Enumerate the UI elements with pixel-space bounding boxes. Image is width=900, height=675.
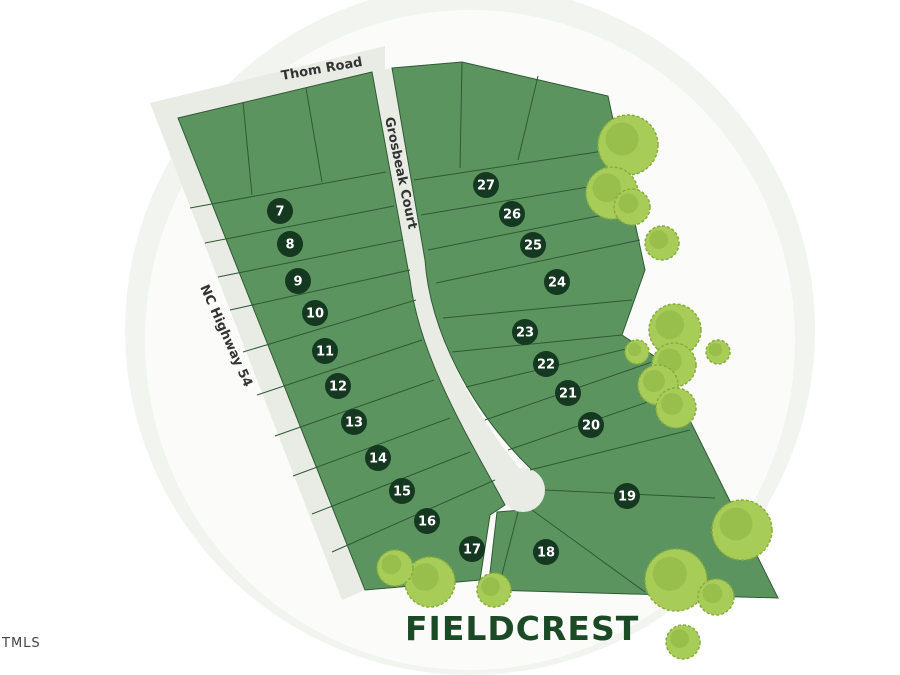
tree-icon	[376, 549, 414, 587]
lot-18-badge[interactable]: 18	[533, 539, 559, 565]
roads	[150, 46, 532, 600]
mls-source-mark: TMLS	[2, 636, 41, 651]
lot-badge-circle	[277, 231, 303, 257]
lot-badge-circle	[414, 508, 440, 534]
lot-27-badge[interactable]: 27	[473, 172, 499, 198]
lot-badge-circle	[473, 172, 499, 198]
lot-badge-circle	[533, 539, 559, 565]
lot-16-badge[interactable]: 16	[414, 508, 440, 534]
tree-icon	[665, 624, 701, 660]
tree-icon	[644, 548, 708, 612]
lot-number-label: 10	[306, 307, 324, 322]
lot-number-label: 8	[285, 238, 294, 253]
lot-badge-circle	[285, 268, 311, 294]
lot-badge-circle	[325, 373, 351, 399]
tree-icon	[655, 387, 697, 429]
tree-icon	[404, 556, 456, 608]
lot-badge-circle	[312, 338, 338, 364]
lot-24-badge[interactable]: 24	[544, 269, 570, 295]
lot-badge-circle	[365, 445, 391, 471]
lot-17-badge[interactable]: 17	[459, 536, 485, 562]
lot-badge-circle	[512, 319, 538, 345]
lot-15-badge[interactable]: 15	[389, 478, 415, 504]
thom-road	[150, 46, 385, 118]
tree-icon	[644, 225, 680, 261]
grosbeak-court	[372, 68, 532, 505]
tree-icon	[624, 339, 650, 365]
lot-26-badge[interactable]: 26	[499, 201, 525, 227]
lot-badge-circle	[499, 201, 525, 227]
lot-badge-circle	[302, 300, 328, 326]
lot-8-badge[interactable]: 8	[277, 231, 303, 257]
lot-23-badge[interactable]: 23	[512, 319, 538, 345]
lot-badge-circle	[533, 351, 559, 377]
tree-icon	[711, 499, 773, 561]
lot-number-label: 18	[537, 546, 555, 561]
lot-badge-circle	[614, 483, 640, 509]
cul-de-sac	[501, 468, 545, 512]
tree-icon	[597, 114, 659, 176]
lot-badge-circle	[459, 536, 485, 562]
lot-number-label: 24	[548, 276, 566, 291]
west-lot-block	[177, 71, 506, 591]
lot-10-badge[interactable]: 10	[302, 300, 328, 326]
lot-20-badge[interactable]: 20	[578, 412, 604, 438]
lot-11-badge[interactable]: 11	[312, 338, 338, 364]
lot-9-badge[interactable]: 9	[285, 268, 311, 294]
lot-lines-west	[189, 87, 496, 553]
lot-badge-circle	[555, 380, 581, 406]
lot-number-label: 7	[275, 205, 284, 220]
nc-highway-54	[150, 103, 365, 600]
lot-number-label: 15	[393, 485, 411, 500]
lot-number-label: 27	[477, 179, 495, 194]
lot-number-label: 26	[503, 208, 521, 223]
lot-number-label: 19	[618, 490, 636, 505]
tree-icon	[648, 303, 702, 357]
lot-badge-circle	[267, 198, 293, 224]
lot-badges: 7 8 9 10 11 12 13 14 15 16 17 18 19 20 21 22 23 24 25 26 27	[267, 172, 640, 565]
trees	[376, 114, 773, 660]
tree-icon	[697, 578, 735, 616]
lot-7-badge[interactable]: 7	[267, 198, 293, 224]
lot-number-label: 14	[369, 452, 387, 467]
lot-number-label: 11	[316, 345, 334, 360]
lot-number-label: 20	[582, 419, 600, 434]
lot-number-label: 22	[537, 358, 555, 373]
lot-number-label: 23	[516, 326, 534, 341]
lot-14-badge[interactable]: 14	[365, 445, 391, 471]
lot-number-label: 21	[559, 387, 577, 402]
lot-13-badge[interactable]: 13	[341, 409, 367, 435]
lot-25-badge[interactable]: 25	[520, 232, 546, 258]
tree-icon	[613, 188, 651, 226]
lot-badge-circle	[544, 269, 570, 295]
lot-22-badge[interactable]: 22	[533, 351, 559, 377]
lot-number-label: 16	[418, 515, 436, 530]
lot-badge-circle	[520, 232, 546, 258]
lot-19-badge[interactable]: 19	[614, 483, 640, 509]
tree-icon	[476, 572, 512, 608]
lot-21-badge[interactable]: 21	[555, 380, 581, 406]
lot-badge-circle	[341, 409, 367, 435]
lot-badge-circle	[389, 478, 415, 504]
lot-12-badge[interactable]: 12	[325, 373, 351, 399]
lot-number-label: 17	[463, 543, 481, 558]
community-title: FIELDCREST	[405, 609, 640, 648]
tree-icon	[705, 339, 731, 365]
lot-number-label: 13	[345, 416, 363, 431]
lot-badge-circle	[578, 412, 604, 438]
lot-number-label: 9	[293, 275, 302, 290]
lot-number-label: 25	[524, 239, 542, 254]
lot-number-label: 12	[329, 380, 347, 395]
